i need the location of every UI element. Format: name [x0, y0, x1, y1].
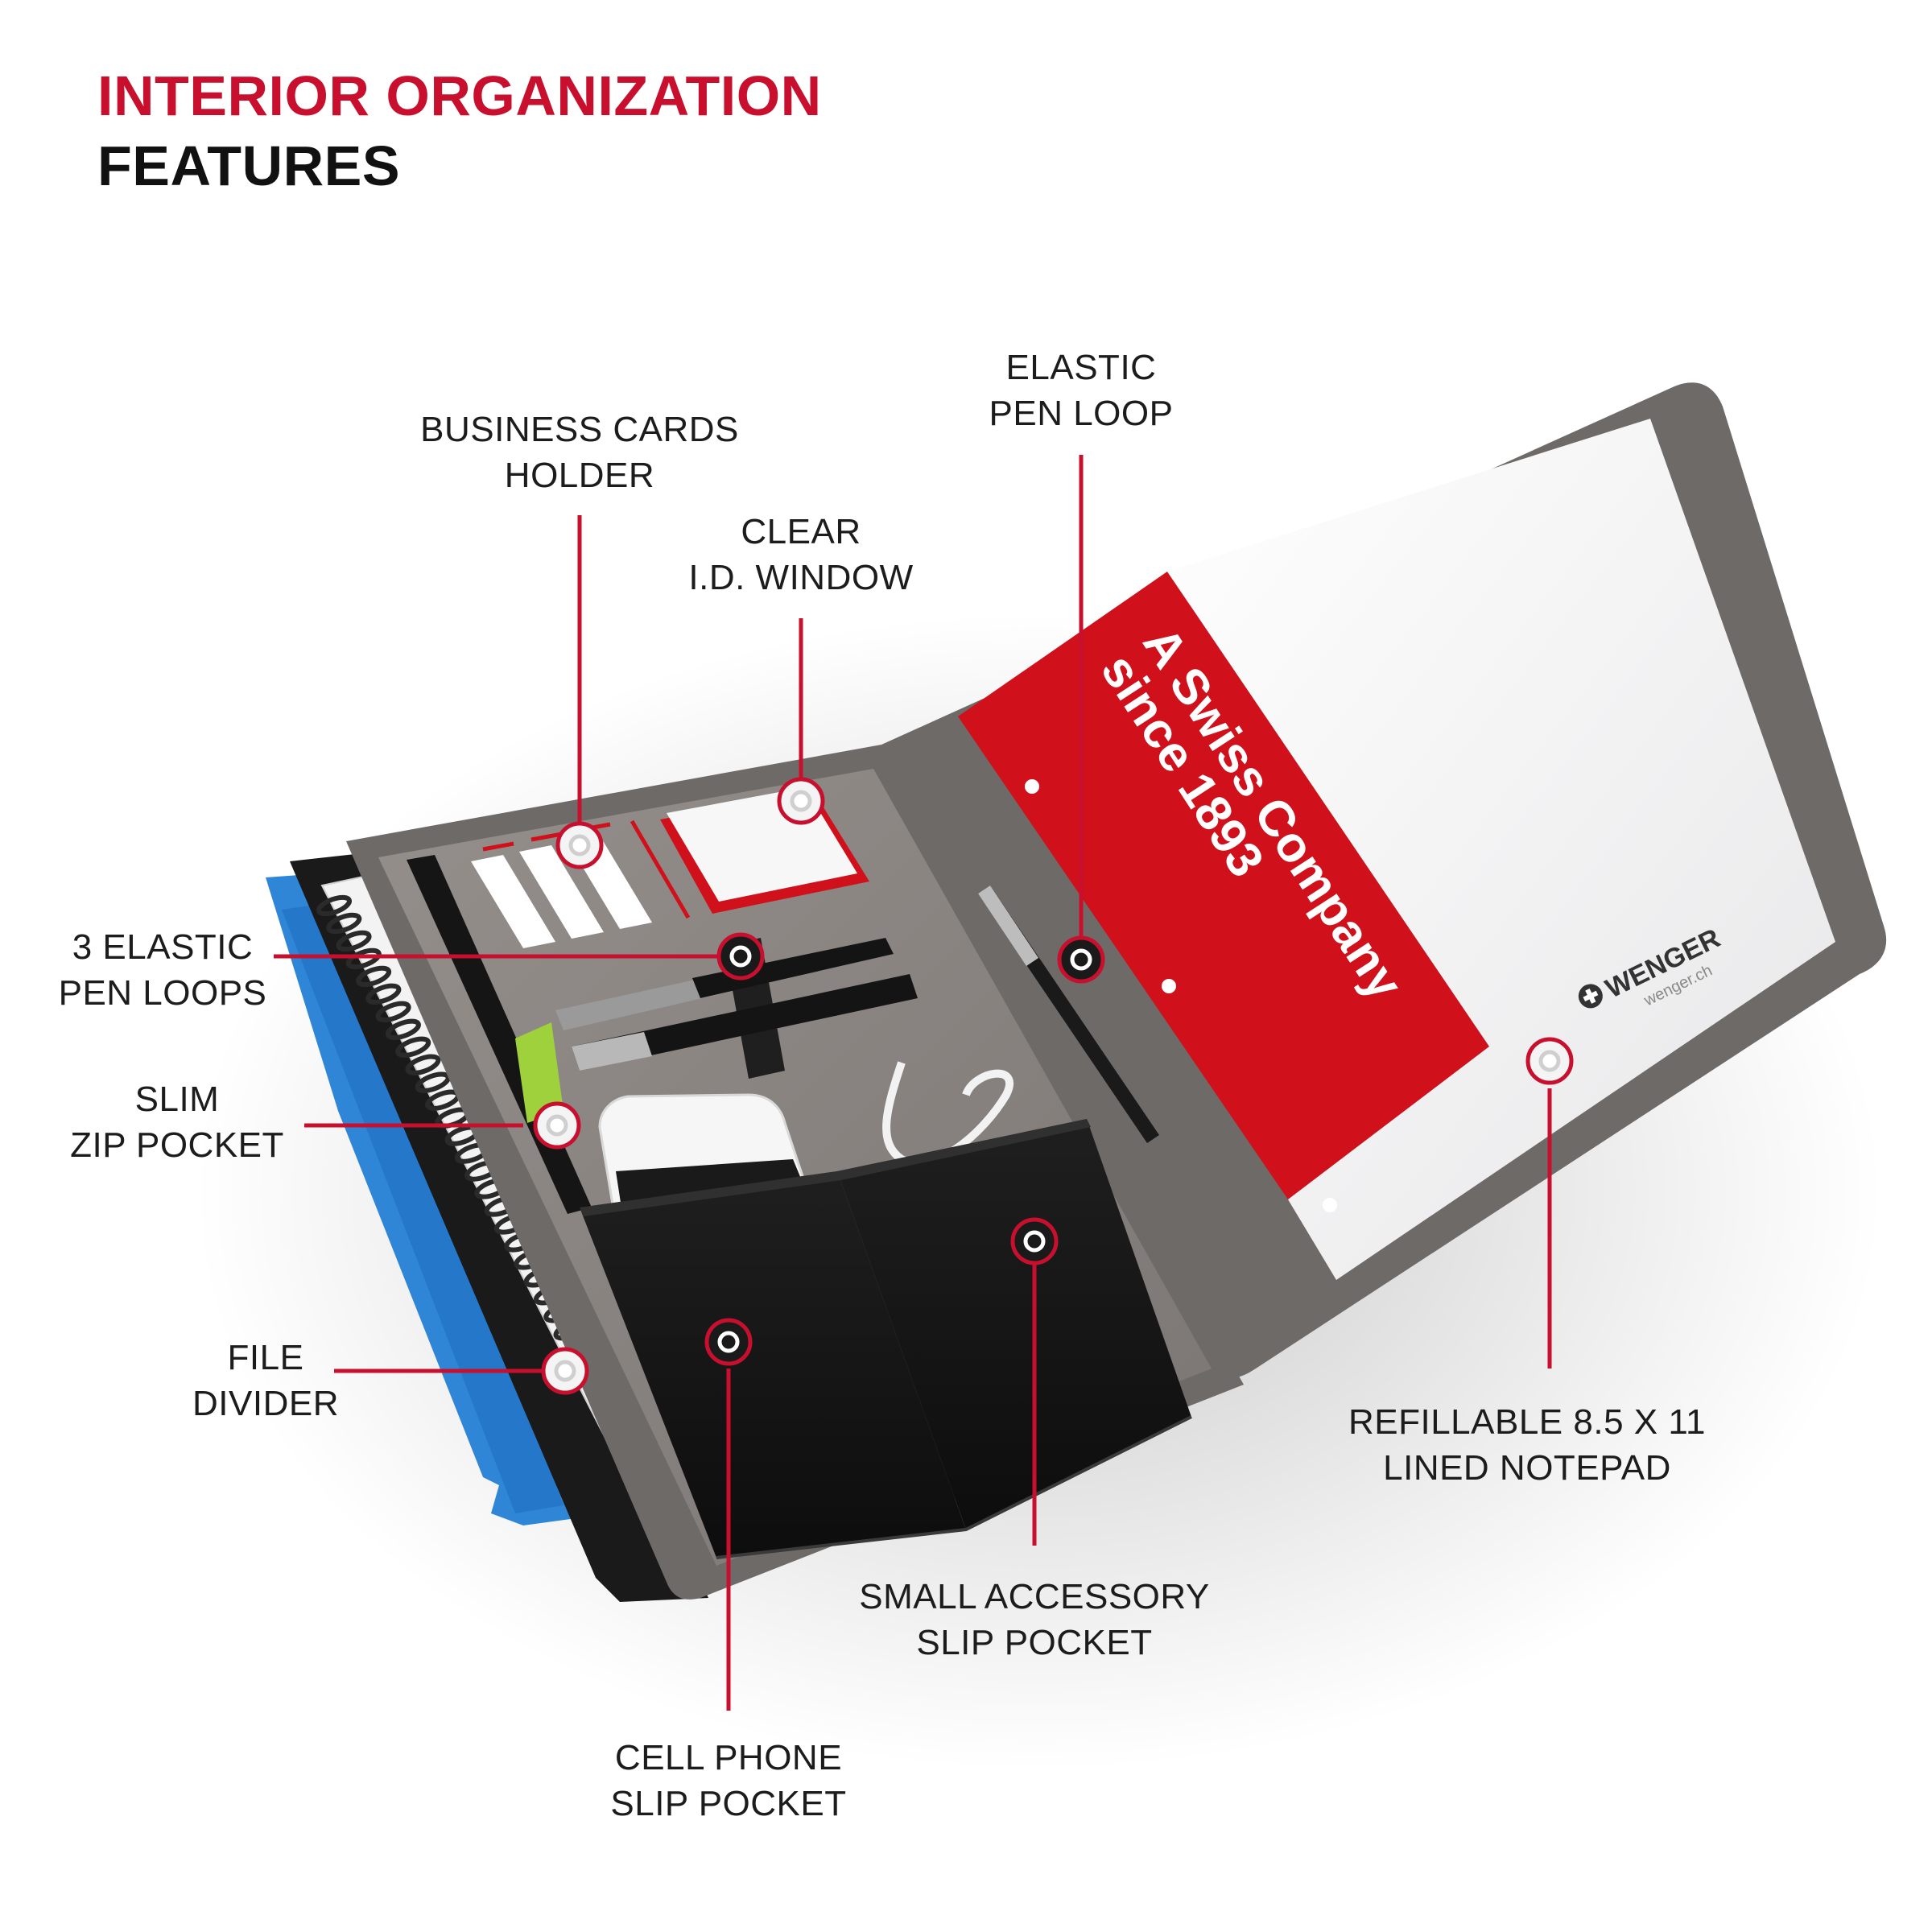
marker-three-elastic-pen-loops-center — [729, 945, 752, 968]
callout-small-accessory-pocket-line1: SMALL ACCESSORY — [859, 1577, 1210, 1616]
callout-clear-id-window: CLEAR I.D. WINDOW — [688, 509, 913, 601]
callout-small-accessory-pocket: SMALL ACCESSORY SLIP POCKET — [859, 1574, 1209, 1666]
callout-file-divider-line1: FILE — [227, 1338, 304, 1377]
ring-marker-icon — [1057, 935, 1105, 984]
notepad-hole — [1323, 1198, 1337, 1212]
spiral-ring — [395, 1036, 431, 1058]
marker-cell-phone-pocket-center — [717, 1331, 740, 1353]
callout-clear-id-window-line1: CLEAR — [741, 512, 861, 551]
spiral-ring — [415, 1071, 451, 1093]
marker-business-cards-holder-center — [568, 834, 591, 857]
spiral-ring — [345, 947, 382, 970]
spiral-ring — [356, 965, 392, 988]
notepad-hole — [1025, 779, 1039, 794]
spiral-ring — [385, 1018, 421, 1040]
marker-file-divider-center — [554, 1360, 576, 1382]
callout-elastic-pen-loop: ELASTIC PEN LOOP — [989, 345, 1174, 436]
callout-elastic-pen-loop-line2: PEN LOOP — [989, 394, 1174, 433]
marker-clear-id-window-center — [790, 790, 812, 812]
callout-business-cards-holder: BUSINESS CARDS HOLDER — [420, 407, 739, 498]
callout-refillable-notepad-line1: REFILLABLE 8.5 X 11 — [1348, 1402, 1707, 1442]
red-notepad-cover — [958, 572, 1489, 1199]
spiral-ring — [365, 983, 402, 1005]
spiral-ring — [405, 1054, 441, 1075]
callout-cell-phone-pocket: CELL PHONE SLIP POCKET — [610, 1735, 846, 1827]
callout-file-divider-line2: DIVIDER — [192, 1384, 339, 1423]
callout-cell-phone-pocket-line1: CELL PHONE — [614, 1738, 843, 1777]
marker-slim-zip-pocket-center — [546, 1114, 568, 1137]
title-interior-organization: INTERIOR ORGANIZATION — [97, 64, 822, 127]
callout-slim-zip-pocket: SLIM ZIP POCKET — [70, 1076, 284, 1168]
callout-clear-id-window-line2: I.D. WINDOW — [688, 558, 914, 597]
spiral-ring — [326, 912, 362, 935]
notepad-hole — [1162, 979, 1176, 993]
ring-marker-icon — [704, 1318, 753, 1366]
callout-cell-phone-pocket-line2: SLIP POCKET — [610, 1784, 847, 1823]
callout-business-cards-holder-line2: HOLDER — [504, 456, 655, 495]
spiral-ring — [375, 1001, 411, 1022]
ring-marker-icon — [777, 777, 825, 825]
callout-three-elastic-pen-loops-line1: 3 ELASTIC — [72, 927, 254, 967]
callout-elastic-pen-loop-line1: ELASTIC — [1005, 348, 1157, 387]
marker-small-accessory-pocket-center — [1023, 1230, 1046, 1253]
spiral-ring — [316, 894, 352, 917]
ring-marker-icon — [716, 932, 765, 980]
ring-marker-icon — [533, 1101, 581, 1150]
slip-pockets — [580, 1119, 1192, 1559]
callout-three-elastic-pen-loops-line2: PEN LOOPS — [58, 973, 267, 1013]
callout-refillable-notepad-line2: LINED NOTEPAD — [1383, 1448, 1671, 1488]
callout-file-divider: FILE DIVIDER — [192, 1335, 339, 1426]
spiral-ring — [336, 930, 372, 952]
callout-slim-zip-pocket-line1: SLIM — [134, 1080, 220, 1119]
callout-small-accessory-pocket-line2: SLIP POCKET — [916, 1623, 1153, 1662]
title-features: FEATURES — [97, 134, 401, 197]
marker-elastic-pen-loop-center — [1070, 948, 1092, 971]
marker-refillable-notepad-center — [1538, 1050, 1561, 1072]
ring-marker-icon — [1525, 1037, 1574, 1085]
callout-slim-zip-pocket-line2: ZIP POCKET — [70, 1125, 284, 1165]
ring-marker-icon — [555, 821, 604, 869]
ring-marker-icon — [1010, 1217, 1059, 1265]
callout-three-elastic-pen-loops: 3 ELASTIC PEN LOOPS — [59, 924, 267, 1016]
ring-marker-icon — [541, 1347, 589, 1395]
callout-business-cards-holder-line1: BUSINESS CARDS — [420, 410, 739, 449]
white-notepad — [1167, 419, 1835, 1280]
callout-refillable-notepad: REFILLABLE 8.5 X 11 LINED NOTEPAD — [1348, 1399, 1706, 1491]
